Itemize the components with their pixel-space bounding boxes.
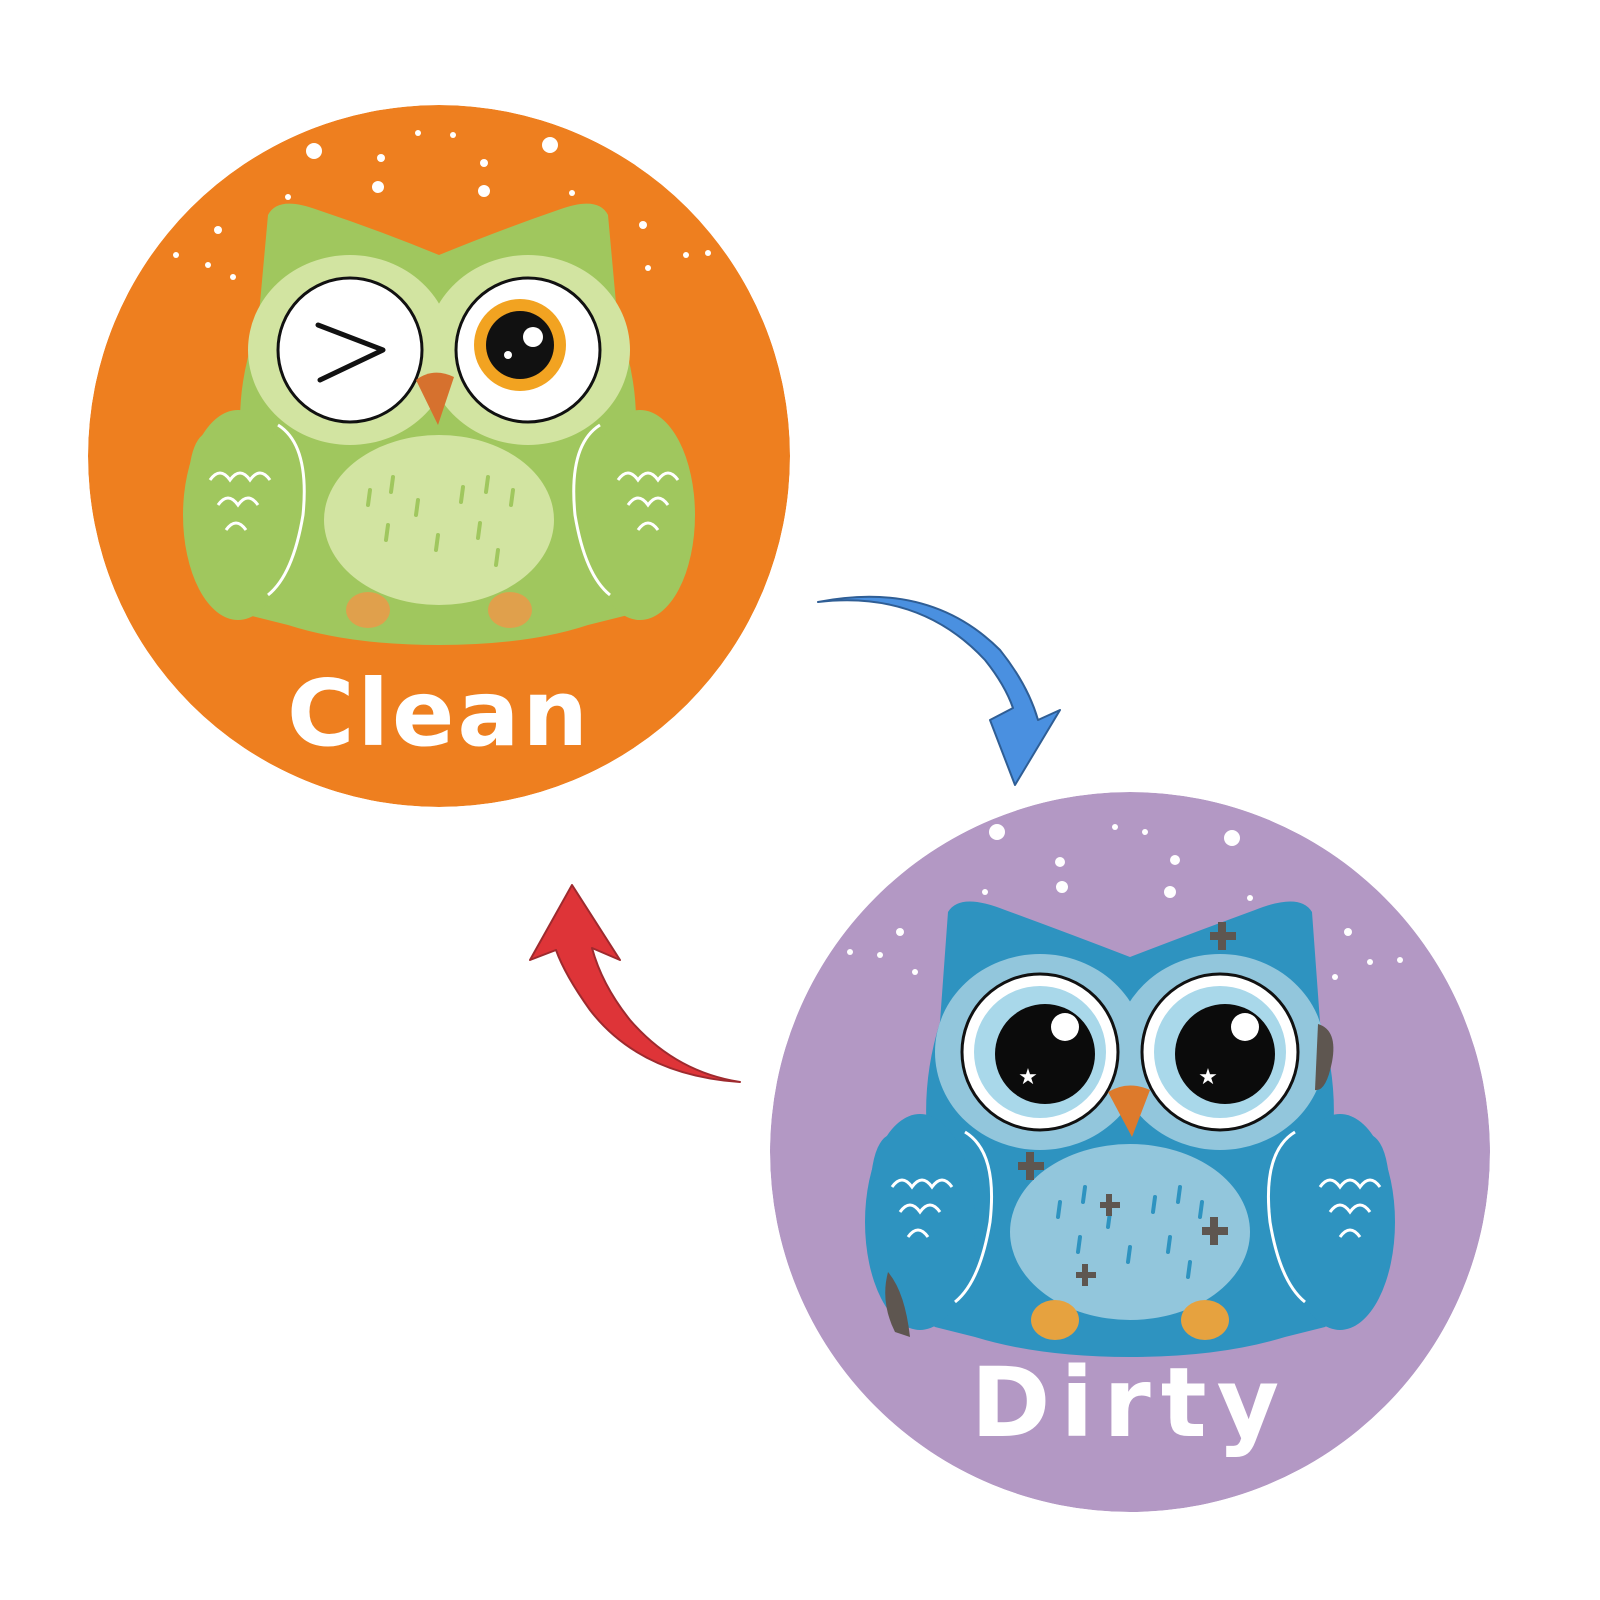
clean-badge: Clean <box>88 105 790 807</box>
arrow-dirty-to-clean-icon <box>529 884 741 1083</box>
dirty-badge: ★ ★ <box>770 792 1490 1512</box>
wing-feathers <box>208 423 680 597</box>
stars-decoration <box>173 130 711 280</box>
dirt-smudges <box>885 922 1334 1337</box>
dirty-label: Dirty <box>970 1347 1290 1459</box>
green-owl-illustration <box>88 105 790 807</box>
belly-feathers <box>366 475 515 567</box>
wing-feathers <box>890 1130 1382 1304</box>
svg-text:★: ★ <box>1198 1065 1218 1090</box>
arrow-clean-to-dirty-icon <box>817 595 1061 786</box>
clean-label: Clean <box>286 660 592 767</box>
stars-decoration <box>847 824 1403 980</box>
svg-text:★: ★ <box>1018 1065 1038 1090</box>
blue-owl-illustration: ★ ★ <box>770 792 1490 1512</box>
